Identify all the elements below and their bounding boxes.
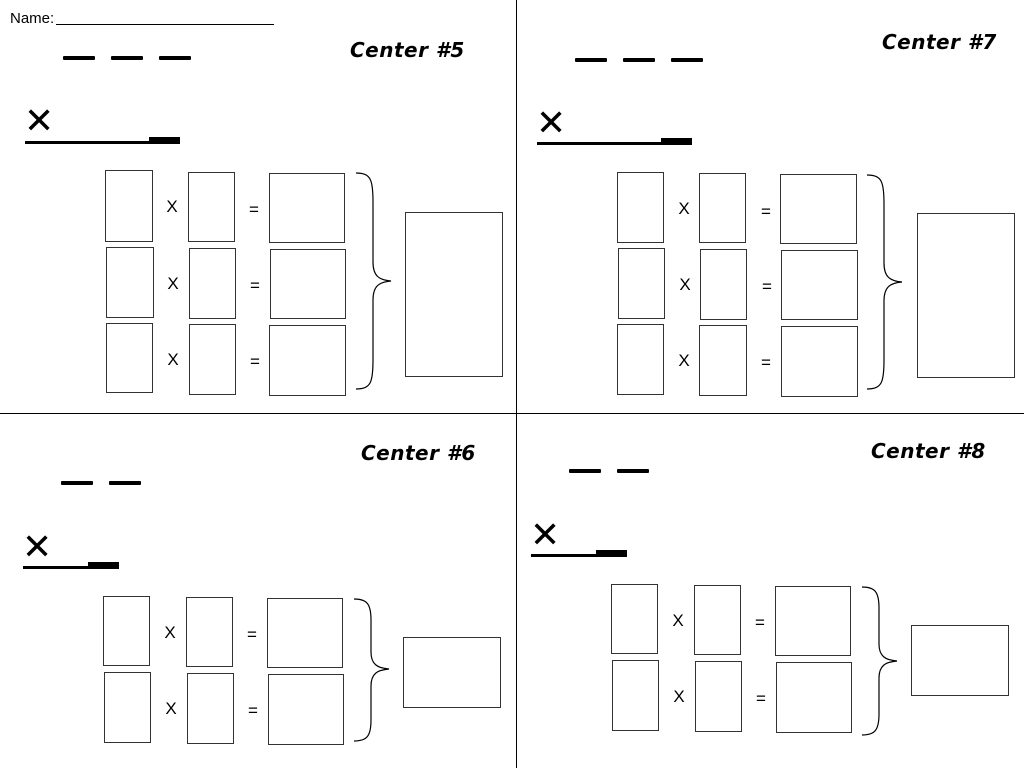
center-title: Center #8: [871, 439, 986, 463]
product-box[interactable]: [775, 586, 851, 656]
multiply-icon: ✕: [536, 103, 567, 144]
factor-box[interactable]: [612, 660, 659, 731]
factor-box[interactable]: [189, 248, 236, 319]
factor-box[interactable]: [188, 172, 235, 242]
factor-box[interactable]: [189, 324, 236, 395]
digit-blank: [617, 469, 649, 473]
times-sign: X: [165, 699, 177, 718]
total-box[interactable]: [403, 637, 501, 708]
answer-rule: [25, 141, 180, 144]
equals-sign: =: [247, 625, 257, 644]
product-box[interactable]: [269, 325, 346, 396]
times-sign: X: [166, 197, 178, 216]
multiply-icon: ✕: [22, 527, 53, 568]
digit-blank: [671, 58, 703, 62]
center-title: Center #6: [361, 441, 476, 465]
curly-brace-icon: [355, 172, 392, 390]
digit-blank: [111, 56, 143, 60]
digit-blank: [661, 138, 692, 143]
product-box[interactable]: [780, 174, 857, 244]
equals-sign: =: [249, 200, 259, 219]
factor-box[interactable]: [104, 672, 151, 743]
factor-box[interactable]: [694, 585, 741, 655]
factor-box[interactable]: [617, 324, 664, 395]
factor-box[interactable]: [699, 325, 747, 396]
product-box[interactable]: [776, 662, 852, 733]
multiply-icon: ✕: [530, 515, 561, 556]
equals-sign: =: [755, 613, 765, 632]
factor-box[interactable]: [699, 173, 746, 243]
factor-box[interactable]: [186, 597, 233, 667]
name-blank-line[interactable]: [56, 10, 275, 25]
multiply-icon: ✕: [24, 101, 55, 142]
factor-box[interactable]: [611, 584, 658, 654]
product-box[interactable]: [781, 250, 858, 320]
times-sign: X: [672, 611, 684, 630]
times-sign: X: [167, 274, 179, 293]
total-box[interactable]: [917, 213, 1015, 378]
curly-brace-icon: [353, 598, 390, 742]
product-box[interactable]: [270, 249, 346, 319]
name-field[interactable]: Name:: [10, 10, 275, 27]
equals-sign: =: [248, 701, 258, 720]
total-box[interactable]: [405, 212, 503, 377]
answer-rule: [537, 142, 692, 145]
factor-box[interactable]: [618, 248, 665, 319]
digit-blank: [575, 58, 607, 62]
curly-brace-icon: [866, 174, 903, 390]
digit-blank: [61, 481, 93, 485]
factor-box[interactable]: [103, 596, 150, 666]
answer-rule: [23, 566, 119, 569]
equals-sign: =: [762, 277, 772, 296]
horizontal-divider: [0, 413, 1024, 414]
answer-rule: [531, 554, 627, 557]
digit-blank: [149, 137, 180, 142]
digit-blank: [623, 58, 655, 62]
digit-blank: [88, 562, 119, 567]
digit-blank: [63, 56, 95, 60]
product-box[interactable]: [267, 598, 343, 668]
factor-box[interactable]: [105, 170, 153, 242]
center-title: Center #7: [882, 30, 997, 54]
vertical-divider: [516, 0, 517, 768]
factor-box[interactable]: [106, 247, 154, 318]
times-sign: X: [678, 351, 690, 370]
total-box[interactable]: [911, 625, 1009, 696]
factor-box[interactable]: [106, 323, 153, 393]
equals-sign: =: [250, 276, 260, 295]
equals-sign: =: [250, 352, 260, 371]
product-box[interactable]: [268, 674, 344, 745]
factor-box[interactable]: [617, 172, 664, 243]
factor-box[interactable]: [695, 661, 742, 732]
product-box[interactable]: [781, 326, 858, 397]
factor-box[interactable]: [700, 249, 747, 320]
factor-box[interactable]: [187, 673, 234, 744]
digit-blank: [569, 469, 601, 473]
equals-sign: =: [756, 689, 766, 708]
equals-sign: =: [761, 353, 771, 372]
digit-blank: [159, 56, 191, 60]
times-sign: X: [673, 687, 685, 706]
center-title: Center #5: [350, 38, 465, 62]
digit-blank: [596, 550, 627, 555]
times-sign: X: [678, 199, 690, 218]
curly-brace-icon: [861, 586, 898, 736]
times-sign: X: [164, 623, 176, 642]
equals-sign: =: [761, 202, 771, 221]
times-sign: X: [679, 275, 691, 294]
digit-blank: [109, 481, 141, 485]
product-box[interactable]: [269, 173, 345, 243]
name-label: Name:: [10, 10, 55, 27]
times-sign: X: [167, 350, 179, 369]
